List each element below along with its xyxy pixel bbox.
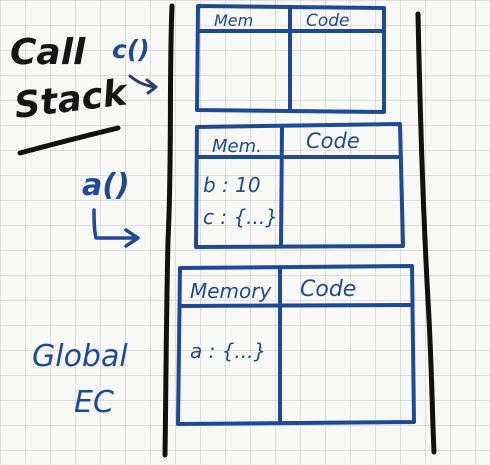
global-context-memory-entry-a: a : {...} — [190, 339, 266, 363]
call-stack-label-line2: Stack — [12, 72, 131, 127]
function-c-arrow — [128, 74, 158, 95]
function-a-label: a() — [82, 168, 130, 203]
context-a-divider — [279, 124, 284, 248]
function-a-arrow — [92, 208, 140, 248]
call-stack-underline — [17, 125, 121, 156]
call-stack-label-line1: Call — [10, 32, 86, 73]
context-c-memory-header: Mem — [214, 11, 253, 30]
function-c-label: c() — [112, 35, 150, 64]
context-c-code-header: Code — [306, 11, 350, 31]
context-a-code-header: Code — [306, 129, 360, 153]
global-context-memory-header: Memory — [190, 279, 273, 303]
global-label-line1: Global — [32, 339, 128, 374]
stack-right-wall — [415, 11, 437, 455]
context-a-memory-header: Mem. — [212, 136, 262, 157]
context-a-memory-entry-b: b : 10 — [203, 173, 261, 197]
global-label-line2: EC — [74, 385, 114, 420]
execution-context-global: Memory Code a : {...} — [176, 264, 416, 426]
execution-context-c: Mem Code — [195, 4, 386, 114]
global-context-code-header: Code — [300, 277, 356, 302]
global-context-frame — [176, 264, 416, 426]
context-c-frame — [195, 4, 386, 114]
context-a-frame — [194, 122, 405, 249]
execution-context-a: Mem. Code b : 10 c : {...} — [194, 122, 405, 249]
stack-left-wall — [162, 3, 175, 458]
context-a-memory-entry-c: c : {...} — [203, 205, 278, 229]
global-context-header-line — [178, 303, 414, 308]
